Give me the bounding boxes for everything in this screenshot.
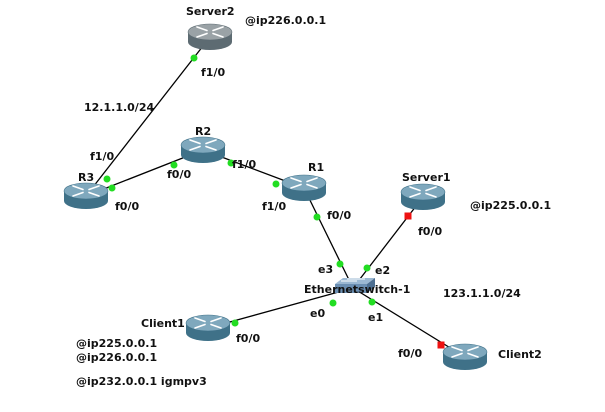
node-label-r1: R1 (308, 161, 325, 174)
router-icon-client2[interactable] (442, 343, 488, 370)
port-label-r1-f00: f0/0 (327, 209, 352, 222)
port-label-server1-f00: f0/0 (418, 225, 443, 238)
annotation-server2-ip: @ip226.0.0.1 (245, 14, 327, 27)
nodes-layer (63, 23, 488, 370)
port-label-sw-e3: e3 (318, 263, 334, 276)
status-dot-r1-sw-b (336, 260, 344, 268)
status-dot-client2-sw-b (368, 298, 376, 306)
status-dot-server1-sw-b (363, 264, 371, 272)
status-dot-r1-sw-a (313, 213, 321, 221)
node-label-server2: Server2 (186, 5, 235, 18)
port-label-server2-f10: f1/0 (201, 66, 226, 79)
annotation-client1-ip2: @ip226.0.0.1 (76, 351, 158, 364)
status-dot-client1-sw-b (329, 299, 337, 307)
node-label-switch: Ethernetswitch-1 (304, 283, 411, 296)
status-dot-server2-r3-b (103, 175, 111, 183)
port-label-r2-f00: f0/0 (167, 168, 192, 181)
annotation-net-123: 123.1.1.0/24 (443, 287, 521, 300)
link-r1-sw (303, 187, 354, 289)
port-label-r3-f00: f0/0 (115, 200, 140, 213)
router-icon-server1[interactable] (400, 183, 446, 210)
port-label-client2-f00: f0/0 (398, 347, 423, 360)
port-label-r2-f10: f1/0 (232, 158, 257, 171)
status-dots-layer (103, 54, 445, 349)
port-label-r3-f10: f1/0 (90, 150, 115, 163)
status-dot-server1-sw-a (404, 212, 412, 220)
router-icon-r3[interactable] (63, 182, 109, 209)
node-label-r2: R2 (195, 125, 212, 138)
status-dot-r2-r1-b (272, 180, 280, 188)
router-icon-client1[interactable] (185, 314, 231, 341)
annotation-client1-igmp: @ip232.0.0.1 igmpv3 (76, 375, 207, 388)
status-dot-r3-r2-a (108, 184, 116, 192)
annotation-server1-ip: @ip225.0.0.1 (470, 199, 552, 212)
node-label-client1: Client1 (141, 317, 185, 330)
router-icon-r1[interactable] (281, 174, 327, 201)
status-dot-r3-r2-b (170, 161, 178, 169)
link-server1-sw (352, 196, 424, 289)
annotation-net-12: 12.1.1.0/24 (84, 101, 155, 114)
node-label-r3: R3 (78, 171, 95, 184)
status-dot-r2-r1-a (227, 159, 235, 167)
port-label-sw-e2: e2 (375, 264, 391, 277)
port-label-client1-f00: f0/0 (236, 332, 261, 345)
status-dot-client1-sw-a (231, 319, 239, 327)
port-label-r1-f10: f1/0 (262, 200, 287, 213)
router-icon-server2[interactable] (187, 23, 233, 50)
annotation-client1-ip1: @ip225.0.0.1 (76, 337, 158, 350)
status-dot-client2-sw-a (437, 341, 445, 349)
port-label-sw-e1: e1 (368, 311, 384, 324)
node-label-server1: Server1 (402, 171, 451, 184)
status-dot-server2-r3-a (190, 54, 198, 62)
port-label-sw-e0: e0 (310, 307, 326, 320)
link-server2-r3 (85, 36, 211, 197)
router-icon-r2[interactable] (180, 136, 226, 163)
node-label-client2: Client2 (498, 348, 542, 361)
switch-icon-sw[interactable] (335, 278, 375, 293)
